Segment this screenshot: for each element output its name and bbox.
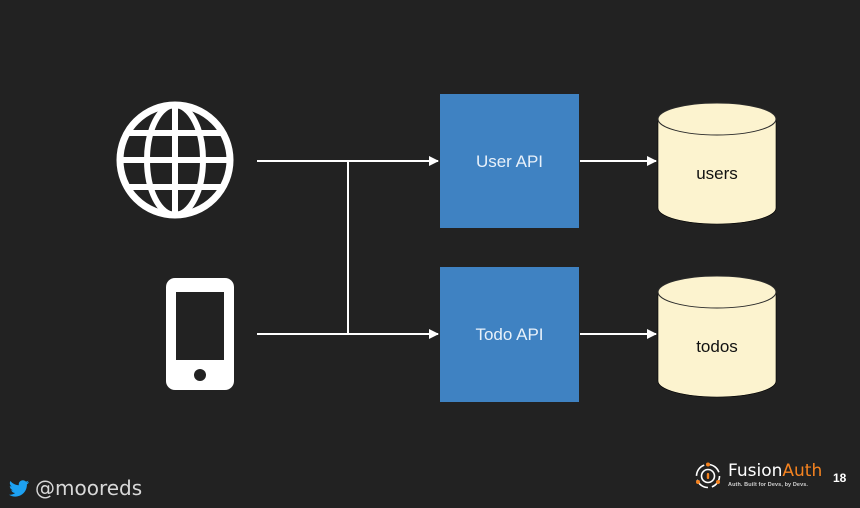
architecture-diagram: User API Todo API users todos bbox=[116, 94, 777, 402]
user-api-label: User API bbox=[476, 152, 543, 171]
twitter-handle-text: @mooreds bbox=[35, 476, 143, 500]
twitter-handle: @mooreds bbox=[9, 476, 142, 500]
users-db-label: users bbox=[696, 164, 738, 183]
todo-api-box: Todo API bbox=[440, 267, 579, 402]
fusionauth-logo: FusionAuth Auth. Built for Devs, by Devs… bbox=[694, 462, 822, 490]
brand-name: FusionAuth bbox=[728, 463, 822, 480]
user-api-box: User API bbox=[440, 94, 579, 228]
todos-db-label: todos bbox=[696, 337, 738, 356]
todos-database: todos bbox=[657, 275, 777, 398]
db-connectors bbox=[580, 156, 657, 339]
users-database: users bbox=[657, 102, 777, 225]
slide-page-number: 18 bbox=[833, 471, 847, 485]
twitter-bird-icon bbox=[9, 479, 29, 497]
todo-api-label: Todo API bbox=[475, 325, 543, 344]
fusionauth-mark-icon bbox=[695, 462, 721, 489]
client-connectors bbox=[257, 156, 439, 339]
brand-name-fusion: Fusion bbox=[728, 461, 783, 482]
smartphone-icon bbox=[166, 278, 234, 390]
brand-name-auth: Auth bbox=[782, 461, 823, 482]
brand-tagline: Auth. Built for Devs, by Devs. bbox=[728, 482, 809, 489]
globe-icon bbox=[116, 101, 234, 219]
